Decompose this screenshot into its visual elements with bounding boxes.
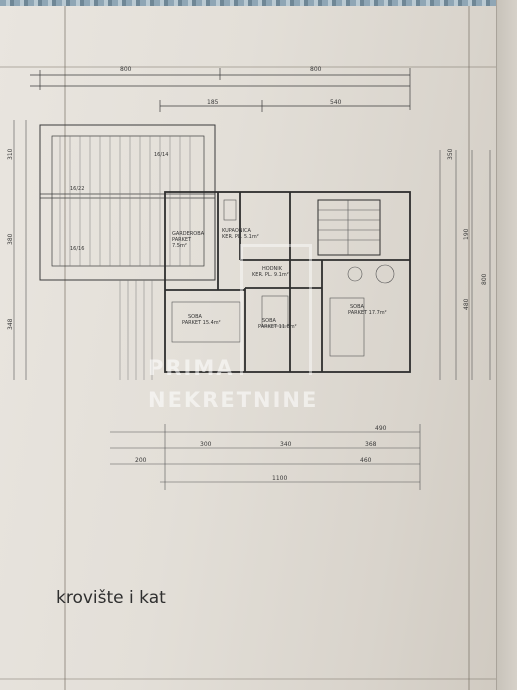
dimension-labels: 800 800 185 540 300 340 490 368 200 460 … <box>7 66 488 482</box>
dim-label: 800 <box>310 66 322 73</box>
room-label-garderoba-floor: PARKET <box>172 237 192 243</box>
watermark-line-2: NEKRETNINE <box>148 388 319 412</box>
room-label-hodnik: HODNIK <box>262 266 283 272</box>
dim-label: 490 <box>375 425 387 432</box>
room-label-soba-1-area: PARKET 15.4m² <box>182 320 221 326</box>
room-label-hodnik-area: KER. PL. 9.1m² <box>252 272 289 278</box>
fold-line <box>468 6 470 690</box>
dim-label: 350 <box>447 148 454 160</box>
fold-line <box>0 66 517 68</box>
dim-label: 380 <box>7 233 14 245</box>
watermark-line-1: PRIMA <box>148 356 235 380</box>
page-edge <box>496 0 517 690</box>
dim-label: 185 <box>207 99 219 106</box>
dim-label: 190 <box>463 228 470 240</box>
room-label-soba-3: SOBA <box>350 304 365 310</box>
room-labels: GARDEROBA PARKET 7.5m² KUPAONICA KER. PL… <box>70 152 387 330</box>
room-label-garderoba: GARDEROBA <box>172 231 205 237</box>
room-label-kupaonica: KUPAONICA <box>222 228 251 234</box>
drawing-caption: krovište i kat <box>56 588 166 608</box>
room-label-soba-1: SOBA <box>188 314 203 320</box>
roof-slope-label: 16/14 <box>154 152 168 158</box>
dim-label: 310 <box>7 148 14 160</box>
room-label-soba-2: SOBA <box>262 318 277 324</box>
dim-label: 480 <box>463 298 470 310</box>
floor-outline <box>164 191 411 373</box>
dim-label: 300 <box>200 441 212 448</box>
dim-label: 460 <box>360 457 372 464</box>
watermark-logo-icon <box>240 244 312 375</box>
dim-label: 800 <box>120 66 132 73</box>
room-label-soba-3-area: PARKET 17.7m² <box>348 310 387 316</box>
dim-label: 368 <box>365 441 377 448</box>
dim-label: 348 <box>7 318 14 330</box>
room-label-kupaonica-area: KER. PL. 5.1m² <box>222 234 259 240</box>
dim-label: 1100 <box>272 475 287 482</box>
fold-line <box>64 6 66 690</box>
fold-line <box>0 678 517 680</box>
blueprint-sheet <box>0 6 517 690</box>
dim-label: 200 <box>135 457 147 464</box>
room-label-soba-2-area: PARKET 11.8m² <box>258 324 297 330</box>
roof-slope-label: 16/22 <box>70 186 84 192</box>
dim-label: 540 <box>330 99 342 106</box>
dim-label: 800 <box>481 273 488 285</box>
roof-inner <box>51 135 205 267</box>
room-label-garderoba-area: 7.5m² <box>172 243 187 249</box>
roof-slope-label: 16/16 <box>70 246 84 252</box>
roof-outline <box>39 124 216 281</box>
dim-label: 340 <box>280 441 292 448</box>
